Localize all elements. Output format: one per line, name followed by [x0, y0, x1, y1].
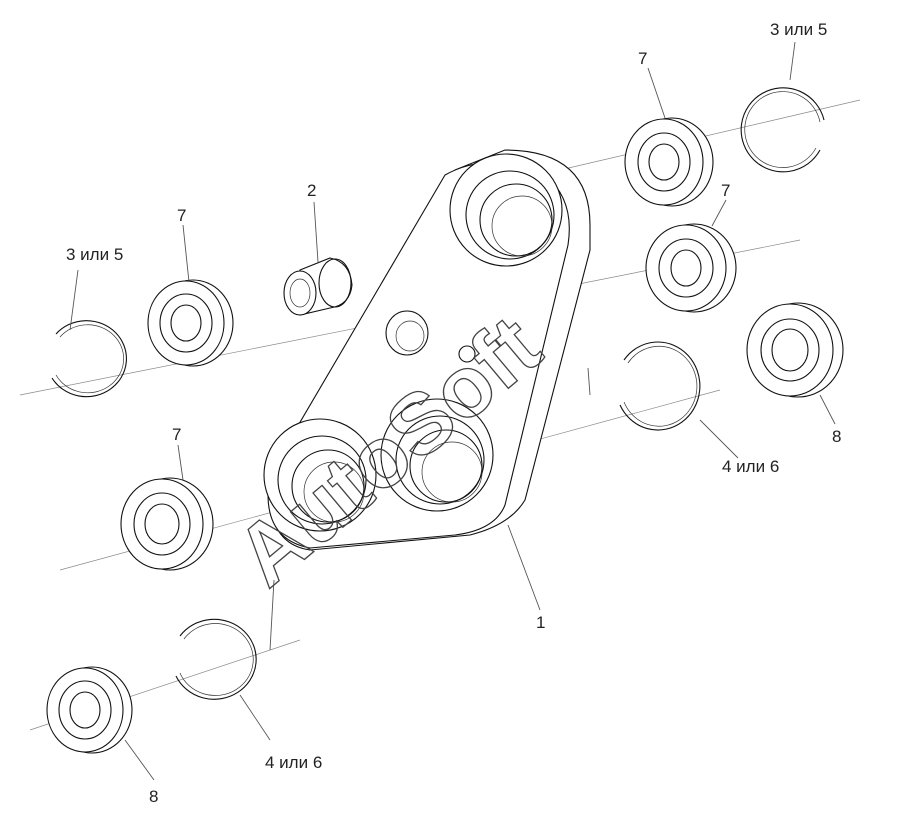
bearing-7-right — [645, 223, 737, 313]
label-part-2: 2 — [307, 181, 316, 200]
label-part-7-bottom-left: 7 — [172, 425, 181, 444]
label-part-7-left: 7 — [177, 206, 186, 225]
snap-ring-bottom — [175, 618, 257, 700]
bearing-7-left — [147, 279, 234, 367]
snap-ring-left — [51, 320, 127, 398]
label-part-7-right: 7 — [721, 181, 730, 200]
snap-ring-top-right — [740, 87, 825, 173]
triangular-lever-plate — [263, 149, 591, 551]
label-part-3-or-5-top-right: 3 или 5 — [770, 20, 827, 39]
snap-ring-right — [619, 341, 701, 431]
bearing-8-bottom-left — [46, 666, 133, 754]
label-part-1: 1 — [536, 613, 545, 632]
bearing-8-right — [746, 302, 844, 398]
pin-bushing-part-2 — [283, 257, 353, 316]
label-part-4-or-6-bottom: 4 или 6 — [265, 753, 322, 772]
label-part-4-or-6-right: 4 или 6 — [722, 457, 779, 476]
bearing-7-top-right — [624, 117, 714, 207]
bearing-7-bottom-left — [120, 477, 214, 571]
leader-lines — [69, 41, 836, 781]
label-part-3-or-5-left: 3 или 5 — [66, 245, 123, 264]
label-part-7-top-right: 7 — [638, 49, 647, 68]
label-part-8-bottom-left: 8 — [149, 787, 158, 806]
label-part-8-right: 8 — [832, 427, 841, 446]
